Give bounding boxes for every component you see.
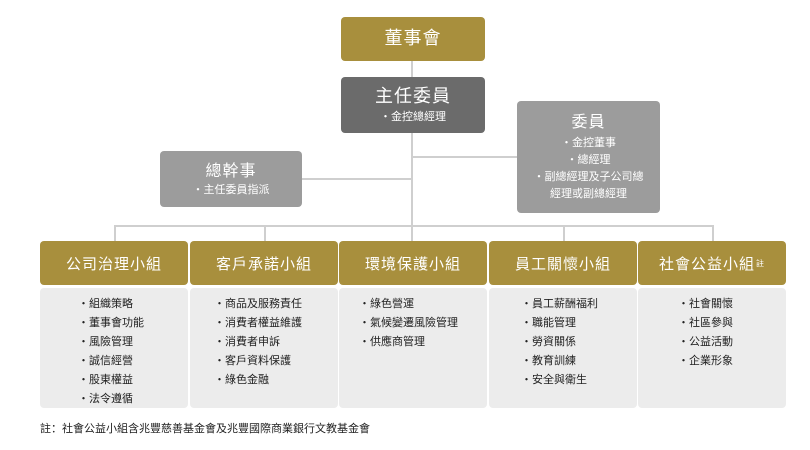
list-item: 商品及服務責任 (214, 294, 338, 313)
list-item: 股東權益 (78, 370, 188, 389)
board-box: 董事會 (341, 17, 485, 61)
list-item: 組織策略 (78, 294, 188, 313)
secretary-box: 總幹事 主任委員指派 (160, 151, 302, 207)
group-social-welfare: 社會公益小組註 (638, 241, 786, 285)
group-title: 公司治理小組 (65, 254, 162, 273)
list-item: 法令遵循 (78, 389, 188, 408)
group-title: 環境保護小組 (364, 254, 461, 273)
group-corporate-governance: 公司治理小組 (40, 241, 188, 285)
panel-corporate-governance: 組織策略 董事會功能 風險管理 誠信經營 股東權益 法令遵循 (40, 288, 188, 408)
list-item: 職能管理 (521, 313, 637, 332)
connector-group-5 (712, 225, 714, 241)
members-title: 委員 (571, 112, 606, 131)
chair-box: 主任委員 金控總經理 (341, 77, 485, 133)
list-item: 社會關懷 (678, 294, 786, 313)
panel-employee-care: 員工薪酬福利 職能管理 勞資關係 教育訓練 安全與衛生 (489, 288, 637, 408)
list-item: 企業形象 (678, 351, 786, 370)
list-item: 消費者申訴 (214, 332, 338, 351)
list-item: 綠色金融 (214, 370, 338, 389)
panel-environmental-protection: 綠色營運 氣候變遷風險管理 供應商管理 (339, 288, 487, 408)
connector-board-chair (411, 61, 413, 77)
list-item: 誠信經營 (78, 351, 188, 370)
secretary-title: 總幹事 (205, 160, 257, 180)
group-customer-commitment: 客戶承諾小組 (190, 241, 338, 285)
chair-item: 金控總經理 (380, 108, 446, 125)
connector-horizontal-bus (114, 225, 714, 227)
panel-social-welfare: 社會關懷 社區參與 公益活動 企業形象 (638, 288, 786, 408)
group-title: 社會公益小組 (658, 254, 755, 273)
footnote-marker: 註 (756, 258, 765, 268)
list-item: 公益活動 (678, 332, 786, 351)
members-item: 金控董事 (561, 134, 616, 151)
list-item: 綠色營運 (359, 294, 487, 313)
group-title: 客戶承諾小組 (215, 254, 312, 273)
secretary-item: 主任委員指派 (193, 181, 270, 198)
chair-title: 主任委員 (375, 85, 451, 107)
connector-trunk (411, 133, 413, 241)
connector-group-2 (264, 225, 266, 241)
group-employee-care: 員工關懷小組 (489, 241, 637, 285)
members-box: 委員 金控董事 總經理 副總經理及子公司總 經理或副總經理 (517, 101, 660, 213)
members-item: 副總經理及子公司總 (534, 168, 644, 185)
list-item: 客戶資料保護 (214, 351, 338, 370)
list-item: 安全與衛生 (521, 370, 637, 389)
connector-group-1 (114, 225, 116, 241)
group-title: 員工關懷小組 (514, 254, 611, 273)
list-item: 供應商管理 (359, 332, 487, 351)
footnote: 註：社會公益小組含兆豐慈善基金會及兆豐國際商業銀行文教基金會 (40, 422, 370, 435)
list-item: 員工薪酬福利 (521, 294, 637, 313)
panel-customer-commitment: 商品及服務責任 消費者權益維護 消費者申訴 客戶資料保護 綠色金融 (190, 288, 338, 408)
list-item: 消費者權益維護 (214, 313, 338, 332)
list-item: 勞資關係 (521, 332, 637, 351)
group-environmental-protection: 環境保護小組 (339, 241, 487, 285)
list-item: 風險管理 (78, 332, 188, 351)
connector-secretary (302, 178, 412, 180)
list-item: 董事會功能 (78, 313, 188, 332)
members-item-continued: 經理或副總經理 (550, 187, 627, 200)
list-item: 教育訓練 (521, 351, 637, 370)
list-item: 氣候變遷風險管理 (359, 313, 487, 332)
list-item: 社區參與 (678, 313, 786, 332)
connector-group-4 (563, 225, 565, 241)
connector-members (412, 156, 518, 158)
members-item: 總經理 (567, 151, 611, 168)
board-title: 董事會 (384, 28, 442, 49)
